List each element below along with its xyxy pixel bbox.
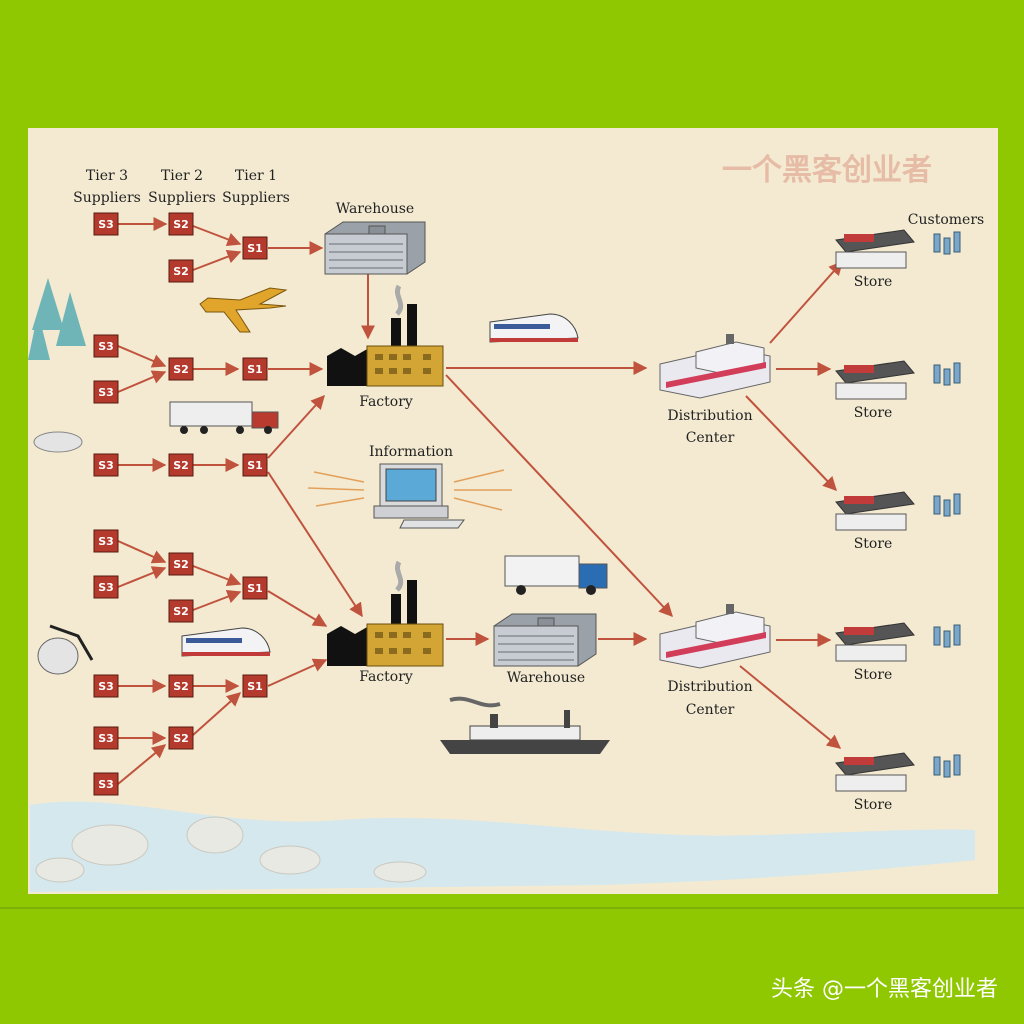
airplane-icon: [199, 287, 288, 333]
supplier-node-s2: S2: [168, 726, 194, 750]
supplier-node-s3: S3: [93, 453, 119, 477]
svg-text:S3: S3: [98, 218, 114, 231]
factory-bottom-icon: [327, 560, 444, 667]
store-label: Store: [854, 536, 893, 552]
supplier-node-s3: S3: [93, 575, 119, 599]
svg-text:Tier 2: Tier 2: [161, 168, 203, 184]
dc-bottom-label-line2: Center: [686, 702, 735, 718]
supplier-node-s1: S1: [242, 357, 268, 381]
supplier-node-s3: S3: [93, 212, 119, 236]
svg-text:S3: S3: [98, 778, 114, 791]
flow-arrows: [117, 217, 843, 785]
factory-top-label: Factory: [359, 394, 413, 410]
supplier-node-s3: S3: [93, 772, 119, 796]
svg-text:S2: S2: [173, 732, 189, 745]
supplier-node-s2: S2: [168, 599, 194, 623]
warehouse-top-label: Warehouse: [336, 201, 414, 217]
supplier-node-s2: S2: [168, 259, 194, 283]
supplier-node-s2: S2: [168, 212, 194, 236]
store-3: Store: [835, 491, 961, 552]
warehouse-top-icon: [324, 221, 426, 275]
supplier-node-s1: S1: [242, 236, 268, 260]
svg-text:S3: S3: [98, 340, 114, 353]
trees-icon: [28, 278, 86, 360]
svg-text:Tier 3: Tier 3: [86, 168, 128, 184]
supplier-node-s1: S1: [242, 674, 268, 698]
dc-top-label-line2: Center: [686, 430, 735, 446]
author-credit: 头条 @一个黑客创业者: [771, 977, 998, 1002]
supplier-node-s3: S3: [93, 334, 119, 358]
svg-text:Suppliers: Suppliers: [73, 190, 141, 206]
store-label: Store: [854, 405, 893, 421]
svg-text:S3: S3: [98, 581, 114, 594]
svg-text:S1: S1: [247, 242, 263, 255]
water-stream: [30, 801, 975, 892]
dc-top-label-line1: Distribution: [667, 408, 752, 424]
svg-text:S2: S2: [173, 459, 189, 472]
svg-text:S3: S3: [98, 732, 114, 745]
supplier-node-s3: S3: [93, 726, 119, 750]
svg-text:S1: S1: [247, 459, 263, 472]
train-bottom-icon: [181, 627, 271, 657]
supplier-node-s2: S2: [168, 453, 194, 477]
supplier-node-s3: S3: [93, 674, 119, 698]
svg-text:S2: S2: [173, 265, 189, 278]
tier-1-header: Tier 1 Suppliers: [222, 168, 290, 206]
warehouse-bottom-icon: [493, 613, 597, 667]
store-label: Store: [854, 274, 893, 290]
supplier-node-s1: S1: [242, 453, 268, 477]
factory-bottom-label: Factory: [359, 669, 413, 685]
tier-2-header: Tier 2 Suppliers: [148, 168, 216, 206]
supplier-node-s3: S3: [93, 380, 119, 404]
store-label: Store: [854, 797, 893, 813]
store-4: Store: [835, 622, 961, 683]
pickaxe-ore-icon: [37, 624, 94, 675]
svg-text:Suppliers: Suppliers: [222, 190, 290, 206]
svg-text:S2: S2: [173, 558, 189, 571]
svg-text:S2: S2: [173, 605, 189, 618]
supplier-node-s1: S1: [242, 576, 268, 600]
svg-text:S3: S3: [98, 386, 114, 399]
svg-text:S2: S2: [173, 680, 189, 693]
customers-label: Customers: [908, 212, 984, 228]
dc-bottom-label-line1: Distribution: [667, 679, 752, 695]
svg-text:Tier 1: Tier 1: [235, 168, 277, 184]
svg-text:S3: S3: [98, 680, 114, 693]
truck-bottom-icon: [504, 555, 608, 595]
store-2: Store: [835, 360, 961, 421]
watermark: 一个黑客创业者: [722, 153, 932, 188]
svg-text:S3: S3: [98, 459, 114, 472]
supplier-node-s3: S3: [93, 529, 119, 553]
distribution-center-top-icon: [659, 334, 771, 399]
svg-text:S2: S2: [173, 363, 189, 376]
store-5: Store: [835, 752, 961, 813]
rock-pile-icon: [33, 431, 83, 453]
tier-3-header: Tier 3 Suppliers: [73, 168, 141, 206]
svg-text:S3: S3: [98, 535, 114, 548]
svg-text:S2: S2: [173, 218, 189, 231]
ship-icon: [440, 696, 610, 754]
supplier-node-s2: S2: [168, 674, 194, 698]
information-label: Information: [369, 444, 453, 460]
svg-text:Suppliers: Suppliers: [148, 190, 216, 206]
train-top-icon: [489, 313, 579, 343]
store-label: Store: [854, 667, 893, 683]
supplier-node-s2: S2: [168, 552, 194, 576]
svg-text:S1: S1: [247, 680, 263, 693]
store-1: Store: [835, 229, 961, 290]
distribution-center-bottom-icon: [659, 604, 771, 669]
supplier-node-s2: S2: [168, 357, 194, 381]
svg-text:S1: S1: [247, 363, 263, 376]
information-computer-icon: [307, 463, 512, 529]
svg-text:S1: S1: [247, 582, 263, 595]
factory-top-icon: [327, 284, 444, 387]
warehouse-bottom-label: Warehouse: [507, 670, 585, 686]
truck-top-icon: [169, 401, 279, 434]
rocks: [35, 816, 427, 883]
